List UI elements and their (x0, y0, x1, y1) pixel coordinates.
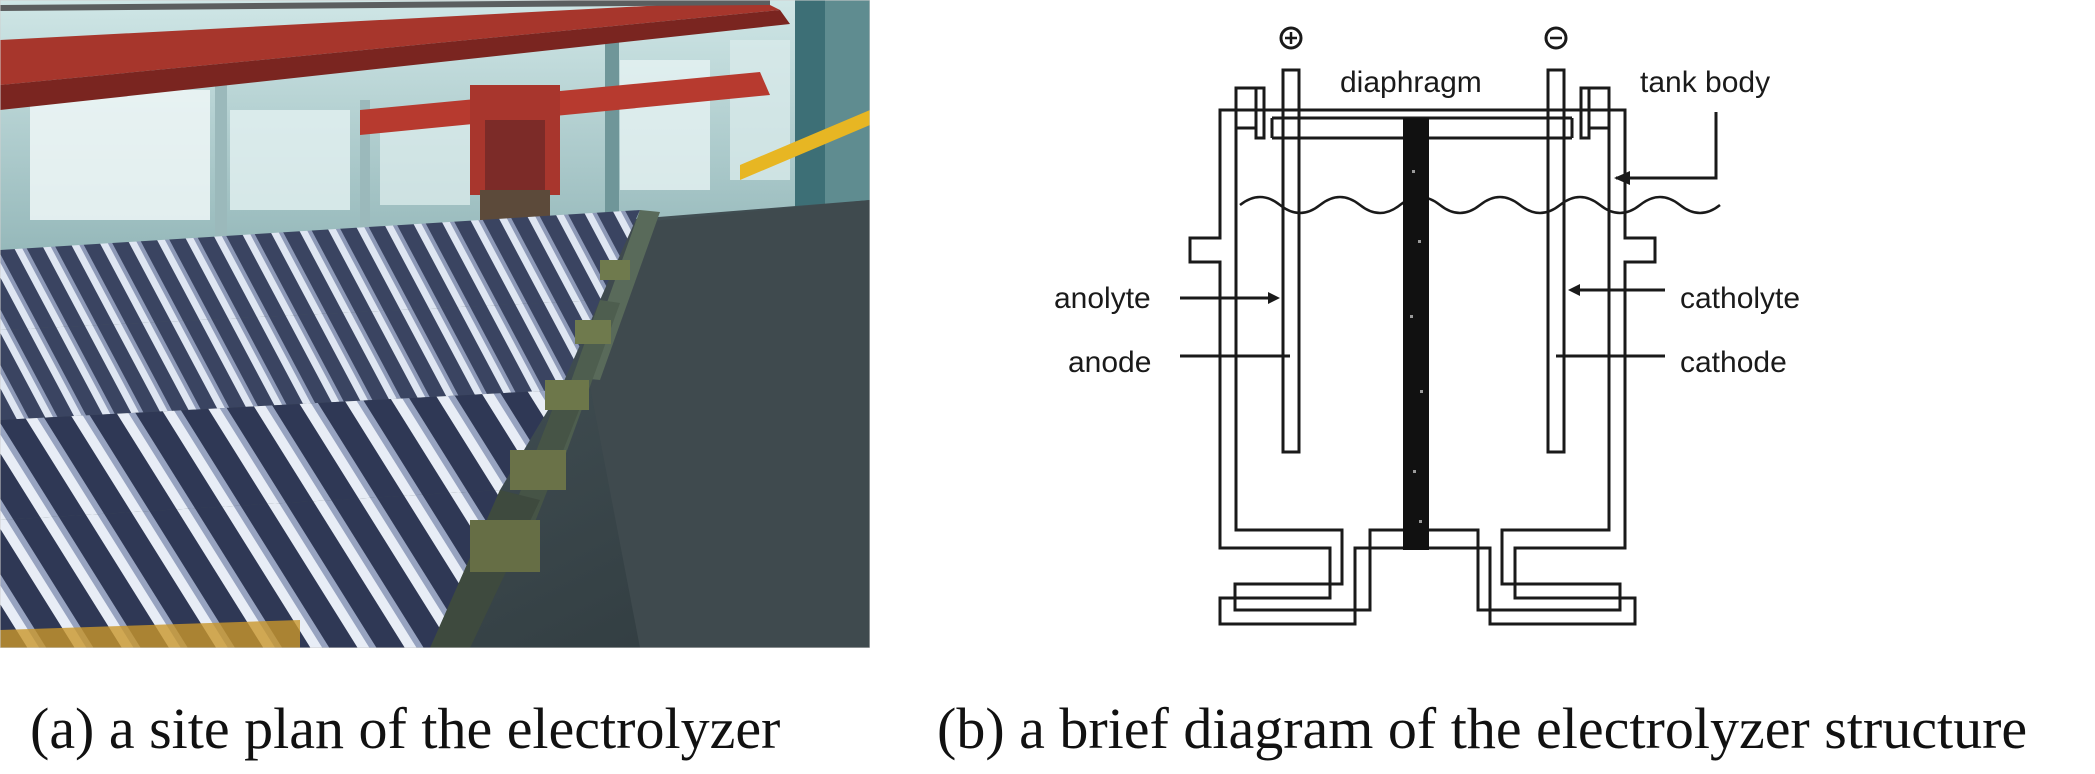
tank-body-label: tank body (1640, 66, 1770, 99)
cathode-label: cathode (1680, 346, 1787, 379)
caption-b: (b) a brief diagram of the electrolyzer … (937, 696, 2028, 761)
flange-left (1234, 86, 1258, 130)
anode-rod (1281, 68, 1301, 454)
flange-right (1587, 86, 1611, 130)
caption-a: (a) a site plan of the electrolyzer (30, 696, 781, 761)
electrolyzer-structure-diagram: diaphragm tank body anolyte anode cathol… (1054, 26, 1800, 626)
diaphragm-label: diaphragm (1340, 66, 1482, 99)
catholyte-label: catholyte (1680, 282, 1800, 315)
anode-label: anode (1068, 346, 1151, 379)
tank-body-arrow (1616, 112, 1718, 180)
diaphragm (1403, 118, 1429, 550)
tank-wall-outer (1188, 108, 1657, 626)
cathode-terminal (1544, 26, 1568, 50)
electrolyte-surface (1239, 195, 1721, 215)
anode-terminal (1279, 26, 1303, 50)
electrolyzer-site-photo (0, 0, 870, 648)
cathode-rod (1546, 68, 1566, 454)
anolyte-label: anolyte (1054, 282, 1151, 315)
